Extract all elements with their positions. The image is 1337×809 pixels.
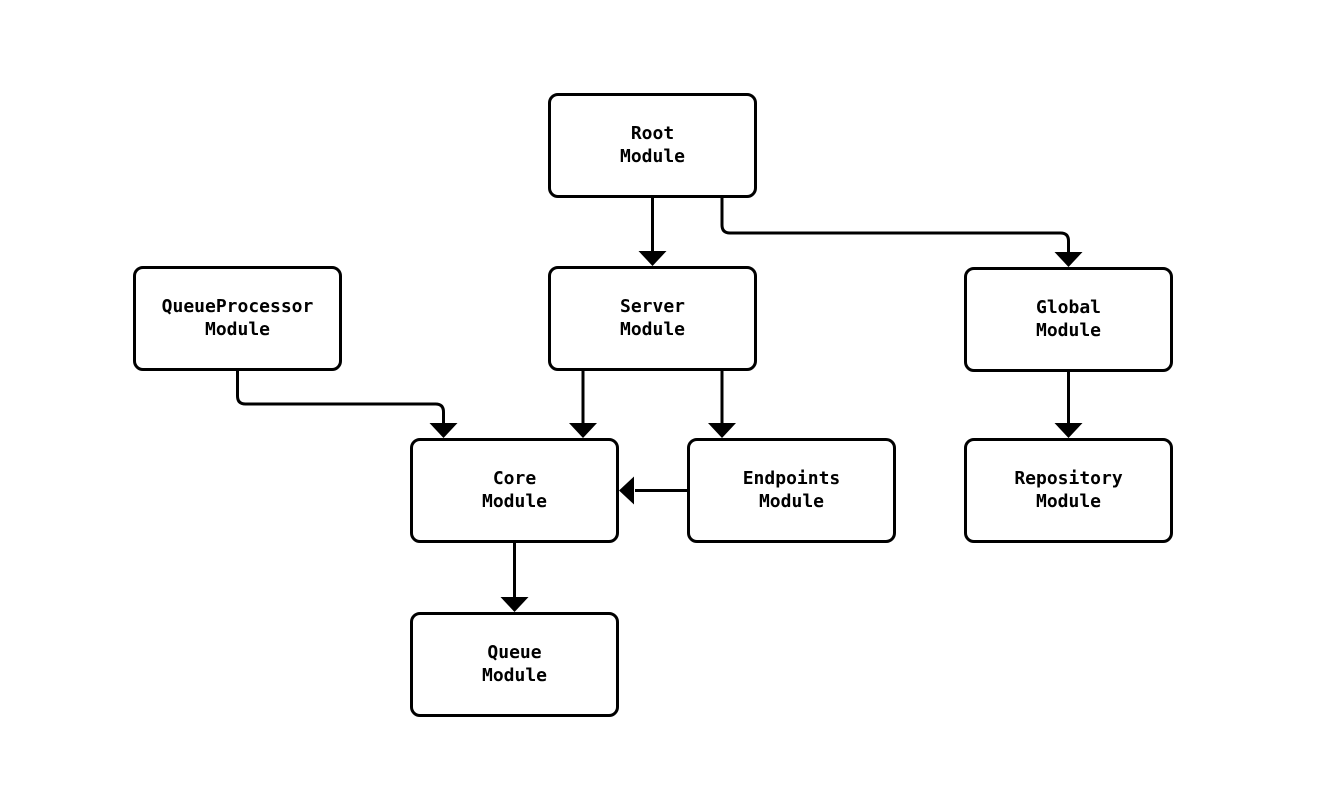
- node-label: Global Module: [1035, 297, 1102, 341]
- node-server-module: Server Module: [548, 266, 757, 371]
- arrowhead-left-icon: [619, 476, 634, 505]
- edge-root-to-server: [638, 198, 667, 266]
- edge-queueprocessor-to-core: [236, 371, 458, 438]
- arrowhead-down-icon: [708, 423, 736, 438]
- node-label: Queue Module: [481, 642, 548, 686]
- node-label: QueueProcessor Module: [161, 296, 314, 340]
- edge-root-to-global: [720, 198, 1083, 267]
- node-endpoints-module: Endpoints Module: [687, 438, 896, 543]
- node-label: Core Module: [481, 468, 548, 512]
- edge-server-to-core: [569, 371, 597, 438]
- arrowhead-down-icon: [429, 423, 458, 438]
- node-global-module: Global Module: [964, 267, 1173, 372]
- arrowhead-down-icon: [638, 251, 667, 266]
- node-label: Server Module: [619, 296, 686, 340]
- node-repository-module: Repository Module: [964, 438, 1173, 543]
- arrowhead-down-icon: [1054, 252, 1083, 267]
- arrowhead-down-icon: [500, 597, 529, 612]
- arrowhead-down-icon: [1054, 423, 1083, 438]
- node-queue-module: Queue Module: [410, 612, 619, 717]
- edge-global-to-repository: [1054, 372, 1083, 438]
- node-core-module: Core Module: [410, 438, 619, 543]
- node-label: Endpoints Module: [742, 468, 841, 512]
- arrowhead-down-icon: [569, 423, 597, 438]
- edge-server-to-endpoints: [708, 371, 736, 438]
- node-queueprocessor-module: QueueProcessor Module: [133, 266, 342, 371]
- node-root-module: Root Module: [548, 93, 757, 198]
- node-label: Root Module: [619, 123, 686, 167]
- edge-core-to-queue: [500, 543, 529, 612]
- edge-endpoints-to-core: [619, 476, 687, 505]
- node-label: Repository Module: [1014, 468, 1123, 512]
